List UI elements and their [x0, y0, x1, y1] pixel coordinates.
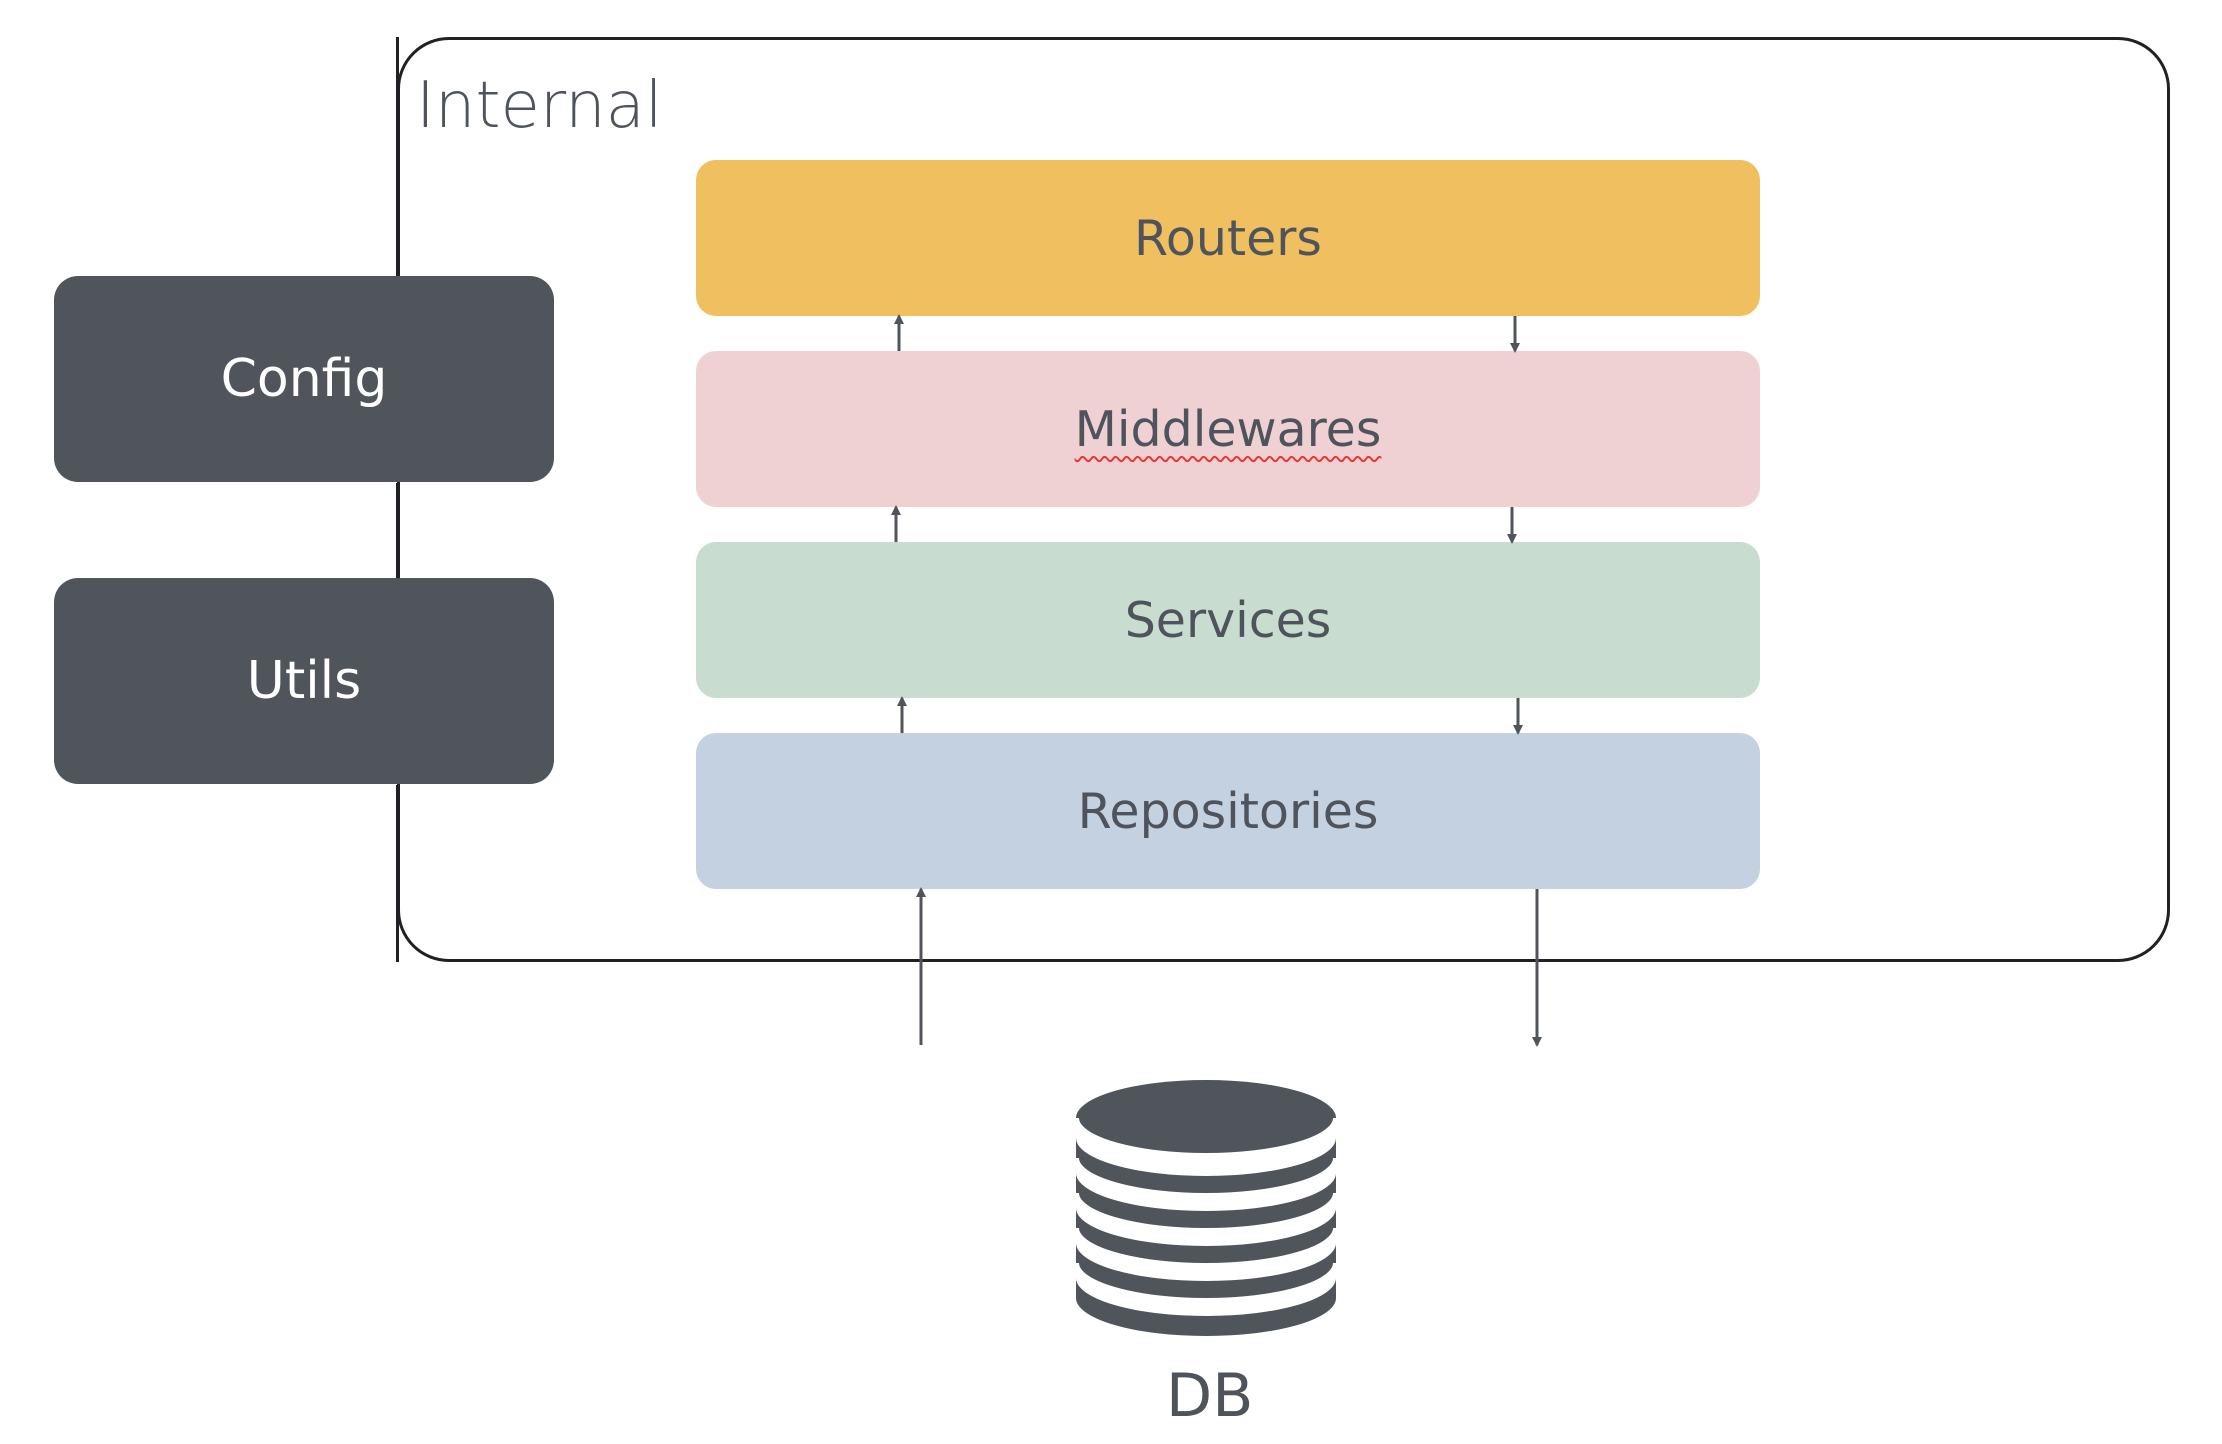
repositories-label: Repositories [1077, 782, 1379, 840]
utils-module: Utils [54, 578, 554, 784]
middlewares-layer: Middlewares [696, 351, 1760, 507]
middlewares-label: Middlewares [1074, 400, 1382, 458]
config-module: Config [54, 276, 554, 482]
routers-layer: Routers [696, 160, 1760, 316]
internal-title: Internal [416, 69, 663, 143]
db-label: DB [1166, 1361, 1254, 1431]
services-label: Services [1124, 591, 1332, 649]
services-layer: Services [696, 542, 1760, 698]
utils-label: Utils [246, 651, 362, 711]
config-label: Config [220, 349, 388, 409]
container-left-border-middle [396, 483, 399, 579]
database-icon [1073, 1080, 1339, 1336]
routers-label: Routers [1134, 209, 1322, 267]
container-left-border-bottom [396, 785, 399, 962]
container-left-border-top [396, 37, 399, 277]
repositories-layer: Repositories [696, 733, 1760, 889]
